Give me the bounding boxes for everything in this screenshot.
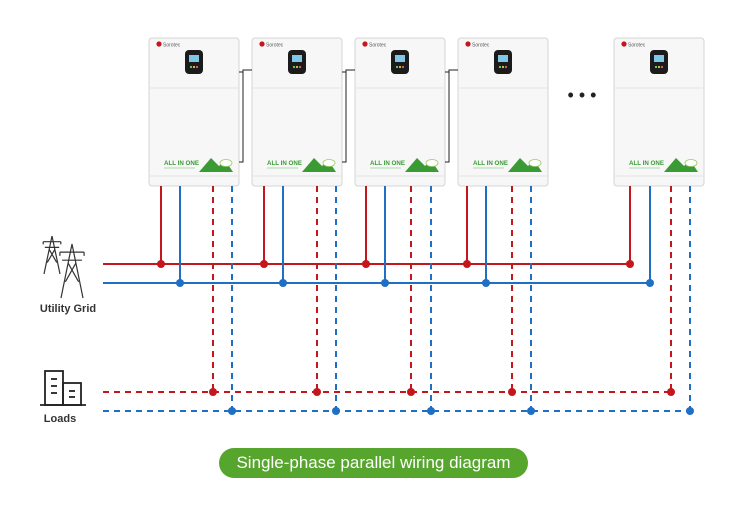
caption-pill: Single-phase parallel wiring diagram xyxy=(219,448,528,478)
brand-logo-icon xyxy=(621,41,627,47)
parallel-link-cable xyxy=(448,69,458,72)
junction-dot xyxy=(427,407,435,415)
status-led-icon xyxy=(398,65,402,69)
brand-name: Sorotec xyxy=(266,43,284,49)
brand-logo-icon xyxy=(259,41,265,47)
loads-label: Loads xyxy=(43,413,77,425)
junction-dot xyxy=(260,260,268,268)
junction-dot xyxy=(228,407,236,415)
status-led-icon xyxy=(292,65,296,69)
display-screen xyxy=(498,55,508,62)
status-led-icon xyxy=(498,65,502,69)
badge-emblem-icon xyxy=(425,159,439,167)
badge-emblem-icon xyxy=(684,159,698,167)
utility-grid-label: Utility Grid xyxy=(39,303,97,315)
status-led-icon xyxy=(504,65,508,69)
junction-dot xyxy=(508,388,516,396)
inverter-body xyxy=(613,37,705,187)
status-led-icon xyxy=(395,65,399,69)
junction-dot xyxy=(209,388,217,396)
brand-logo-icon xyxy=(362,41,368,47)
status-led-icon xyxy=(654,65,658,69)
inverter-body xyxy=(251,37,343,187)
brand-logo-icon xyxy=(156,41,162,47)
junction-dot xyxy=(332,407,340,415)
inverter-body xyxy=(457,37,549,187)
junction-dot xyxy=(279,279,287,287)
all-in-one-badge: ALL IN ONE xyxy=(267,160,302,167)
status-led-icon xyxy=(660,65,664,69)
display-screen xyxy=(395,55,405,62)
all-in-one-badge: ALL IN ONE xyxy=(473,160,508,167)
junction-dot xyxy=(667,388,675,396)
status-led-icon xyxy=(657,65,661,69)
display-screen xyxy=(292,55,302,62)
all-in-one-badge: ALL IN ONE xyxy=(629,160,664,167)
status-led-icon xyxy=(195,65,199,69)
status-led-icon xyxy=(298,65,302,69)
brand-name: Sorotec xyxy=(369,43,387,49)
parallel-link-cable xyxy=(345,69,355,72)
junction-dot xyxy=(157,260,165,268)
status-led-icon xyxy=(192,65,196,69)
parallel-link-cable xyxy=(239,71,244,163)
junction-dot xyxy=(381,279,389,287)
junction-dot xyxy=(527,407,535,415)
junction-dot xyxy=(463,260,471,268)
badge-emblem-icon xyxy=(219,159,233,167)
inverter-body xyxy=(354,37,446,187)
caption-text: Single-phase parallel wiring diagram xyxy=(236,453,511,472)
badge-emblem-icon xyxy=(322,159,336,167)
all-in-one-badge: ALL IN ONE xyxy=(370,160,405,167)
display-screen xyxy=(189,55,199,62)
status-led-icon xyxy=(189,65,193,69)
inverter-body xyxy=(148,37,240,187)
status-led-icon xyxy=(295,65,299,69)
status-led-icon xyxy=(501,65,505,69)
junction-dot xyxy=(626,260,634,268)
display-screen xyxy=(654,55,664,62)
badge-emblem-icon xyxy=(528,159,542,167)
transmission-tower-icon xyxy=(59,243,85,299)
parallel-link-cable xyxy=(342,71,347,163)
more-units-ellipsis: • • • xyxy=(568,85,597,105)
parallel-link-cable xyxy=(445,71,450,163)
parallel-link-cable xyxy=(242,69,252,72)
junction-dot xyxy=(646,279,654,287)
junction-dot xyxy=(313,388,321,396)
junction-dot xyxy=(482,279,490,287)
brand-name: Sorotec xyxy=(163,43,181,49)
brand-name: Sorotec xyxy=(472,43,490,49)
brand-logo-icon xyxy=(465,41,471,47)
status-led-icon xyxy=(401,65,405,69)
junction-dot xyxy=(686,407,694,415)
transmission-tower-icon xyxy=(42,235,62,275)
all-in-one-badge: ALL IN ONE xyxy=(164,160,199,167)
junction-dot xyxy=(407,388,415,396)
junction-dot xyxy=(176,279,184,287)
brand-name: Sorotec xyxy=(628,43,646,49)
building-icon xyxy=(40,370,86,406)
junction-dot xyxy=(362,260,370,268)
